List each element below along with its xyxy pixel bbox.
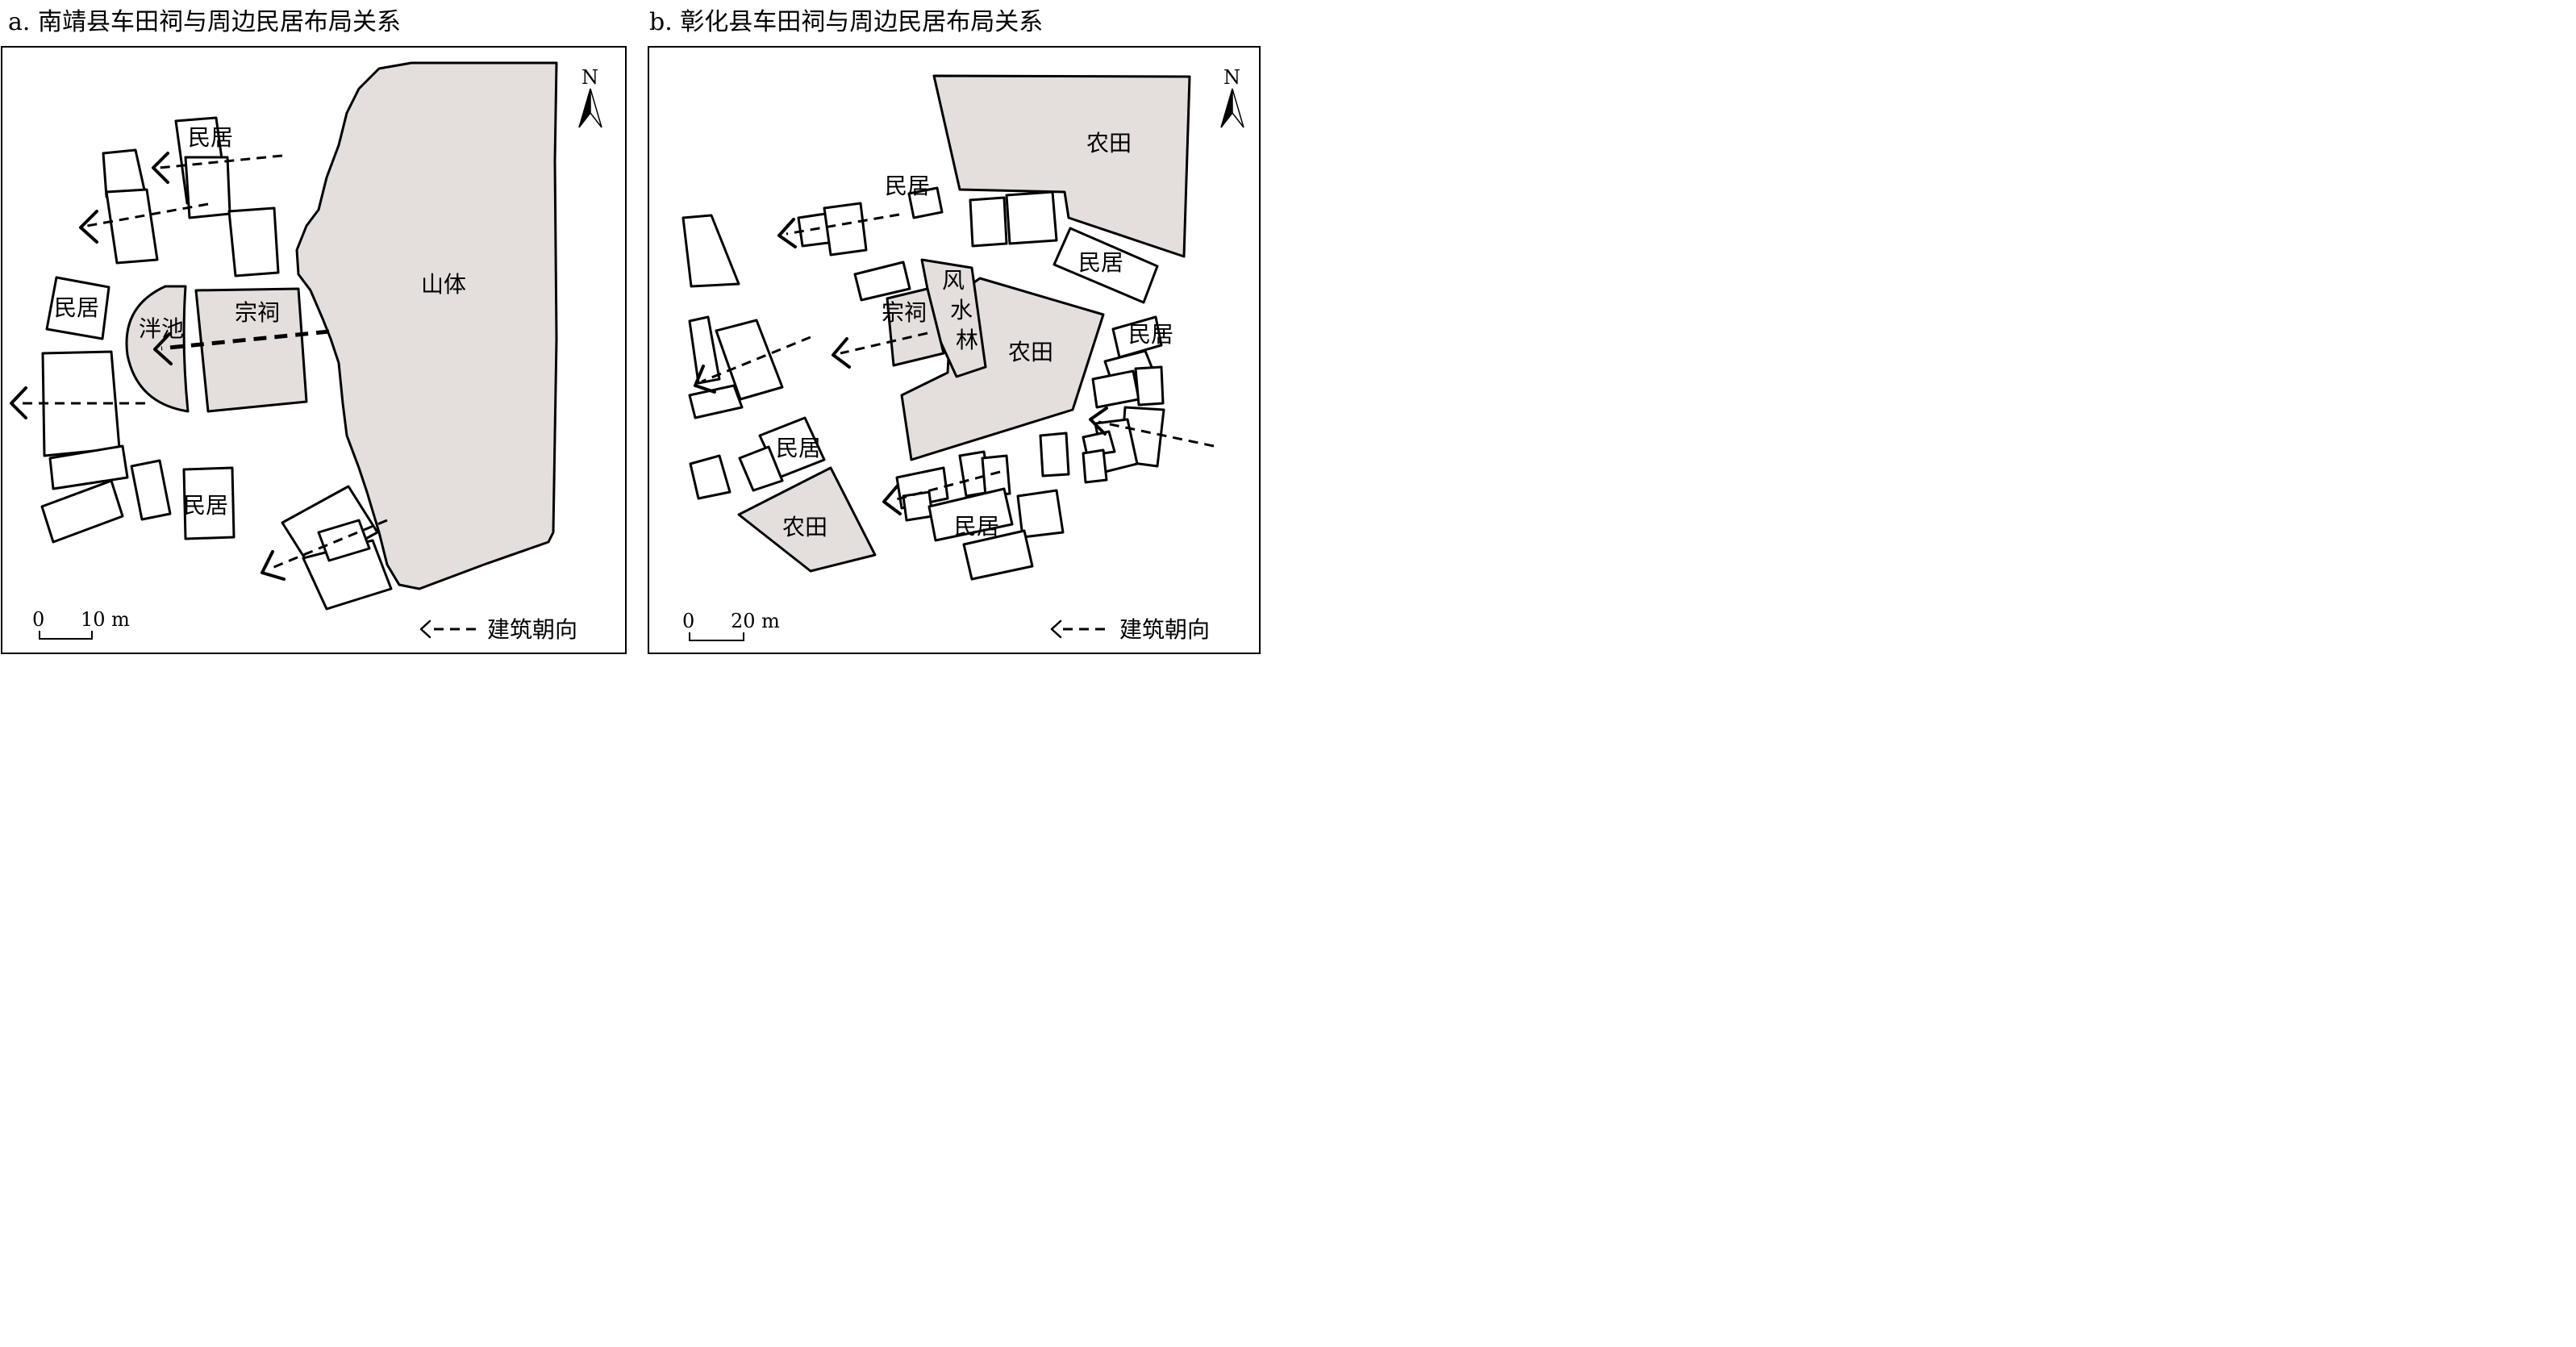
house-a-11 [182,466,236,540]
label-a-panchi: 泮池 [139,315,184,342]
panel-a: 民居 民居 民居 泮池 宗祠 山体 N 0 10 m 建筑朝向 [1,46,627,654]
arrow-head-a-4 [10,386,27,419]
scale-value-b: 20 m [731,610,780,632]
label-b-nongtian-bottom: 农田 [782,514,827,540]
legend-label-b: 建筑朝向 [1119,616,1210,643]
orientation-arrow-a-5 [269,519,388,570]
label-b-lin: 林 [956,327,978,353]
label-b-nongtian-center: 农田 [1008,339,1053,365]
house-a-5 [105,188,159,265]
orientation-arrow-b-4 [1098,420,1215,448]
house-b-21 [1082,430,1116,457]
house-a-2 [184,156,231,219]
site-plan-diagram: 民居 民居 民居 泮池 宗祠 山体 N 0 10 m 建筑朝向 [1,46,1261,654]
house-a-14 [317,519,371,562]
house-b-10 [715,319,784,401]
house-b-1 [682,214,740,288]
legend-arrow-head-a [419,619,431,639]
house-b-13 [738,445,784,492]
north-label-b: N [1223,66,1240,89]
house-b-9 [688,315,721,385]
arrow-head-b-4 [1089,407,1108,436]
legend-label-a: 建筑朝向 [487,616,577,643]
ancestral-hall-b [886,287,945,367]
orientation-arrow-a-2 [86,202,209,227]
label-b-minju-left: 民居 [776,435,821,461]
panel-a-title: a. 南靖县车田祠与周边民居布局关系 [8,8,401,36]
legend-arrow-head-b [1050,619,1062,639]
scale-value-a: 10 m [81,608,130,631]
label-b-minju-top: 民居 [885,173,930,199]
label-b-nongtian-top: 农田 [1086,130,1132,156]
orientation-arrow-b-1 [786,213,900,236]
north-label-a: N [581,66,598,89]
house-a-8 [48,444,129,490]
panel-b-title: b. 彰化县车田祠与周边民居布局关系 [649,8,1044,36]
label-a-minju-bottom: 民居 [183,492,228,519]
arrow-head-b-3 [694,365,716,394]
house-b-22 [1082,448,1108,484]
arrow-head-b-5 [882,484,902,515]
arrow-head-b-1 [777,218,797,248]
house-b-28 [927,487,1014,542]
ancestral-hall-a [194,287,308,413]
house-b-18 [1134,365,1165,407]
farmland-bottom [737,466,877,573]
house-a-9 [40,479,124,544]
scale-zero-a: 0 [32,608,44,631]
panel-b: 农田 民居 民居 风 水 林 宗祠 农田 民居 民居 农田 民居 N 0 20 … [648,46,1261,654]
label-b-minju-right2: 民居 [1128,321,1173,348]
mountain-shape [295,61,558,590]
house-b-5 [969,196,1008,248]
north-arrow-icon-a-right [590,88,602,128]
house-b-11 [688,384,744,419]
scale-zero-b: 0 [682,610,694,632]
label-a-shanti: 山体 [421,271,466,298]
house-b-30 [962,529,1034,581]
house-b-14 [689,454,732,500]
scale-bar-b [689,632,744,641]
north-arrow-icon-a [578,88,591,128]
house-b-8 [853,261,911,302]
house-b-6 [1005,190,1058,245]
label-b-minju-right: 民居 [1078,249,1123,276]
label-b-minju-bottom: 民居 [954,513,999,540]
arrow-head-a-5 [261,550,286,581]
orientation-arrow-a-3 [160,329,330,351]
panel-a-frame [1,46,627,654]
farmland-top [932,74,1191,258]
house-a-3 [227,206,280,277]
arrow-head-a-2 [79,210,98,244]
house-a-6 [45,276,110,340]
north-arrow-icon-b-right [1232,88,1244,128]
house-b-15 [1111,315,1163,359]
arrow-head-b-2 [832,337,851,369]
orientation-arrow-b-3 [701,336,811,383]
house-b-3 [823,202,868,256]
label-a-zongci: 宗祠 [235,299,280,326]
label-b-shui: 水 [950,297,973,323]
house-b-17 [1091,369,1140,409]
panel-b-frame [648,46,1261,654]
house-b-4 [907,186,944,219]
house-a-10 [130,459,172,521]
label-a-minju-left: 民居 [54,294,99,321]
orientation-arrow-b-5 [893,470,1001,502]
north-arrow-icon-b [1220,88,1233,128]
house-b-23 [1039,432,1070,477]
house-b-29 [1016,489,1065,539]
house-b-7 [1052,227,1159,304]
label-b-zongci: 宗祠 [882,299,927,326]
scale-bar-a [39,631,93,640]
house-b-25 [981,454,1011,498]
label-a-minju-top: 民居 [188,124,233,151]
orientation-arrow-a-1 [159,154,283,169]
house-a-12 [281,485,379,570]
arrow-head-a-3 [153,332,173,365]
label-b-feng: 风 [942,267,965,294]
arrow-head-a-1 [152,152,169,184]
